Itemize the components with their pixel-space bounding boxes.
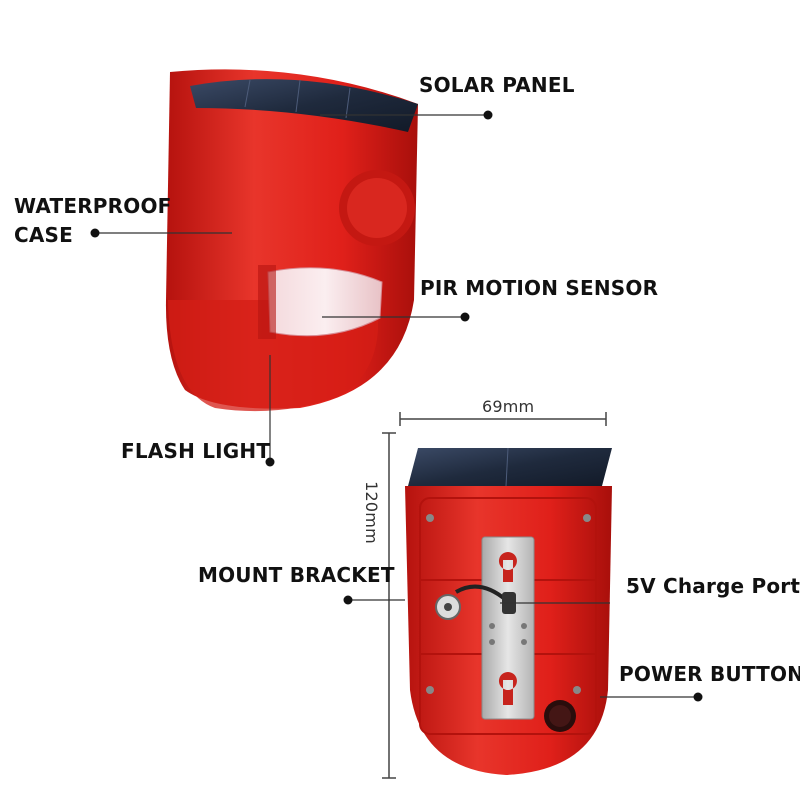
dot-pir-sensor [460,312,470,322]
leader-lines [95,114,698,698]
back-panel-inner [419,497,597,735]
label-waterproof-line2: CASE [14,223,74,247]
siren-speaker-inner [347,178,407,238]
leader-dots [90,110,703,702]
label-power-button: POWER BUTTON [619,662,800,686]
dot-power-button [693,692,703,702]
solar-panel-top [190,79,418,132]
label-charge-port: 5V Charge Port [626,574,800,598]
bracket-keyhole-bottom [498,672,517,705]
dot-flash-light [265,457,275,467]
solar-panel-grid-line [345,87,351,119]
dot-waterproof-case [90,228,100,238]
bracket-rivet [489,623,495,629]
device-side-view [165,69,418,412]
pir-sensor-frame [258,265,276,339]
bracket-rivet [521,623,527,629]
screw [573,686,581,694]
label-pir-sensor: PIR MOTION SENSOR [420,276,659,300]
dimension-width-label: 69mm [482,397,535,416]
dot-mount-bracket [343,595,353,605]
dimension-width [399,412,607,426]
solar-panel-grid-line [505,447,509,487]
dimension-height [382,432,396,779]
solar-panel-grid-line [295,79,301,113]
bracket-keyhole-top [498,552,517,582]
label-flash-light: FLASH LIGHT [121,439,271,463]
bracket-rivet [521,639,527,645]
device-back-view [405,447,612,775]
screw [426,686,434,694]
pir-sensor-window [267,267,383,337]
dimension-height-label: 120mm [361,481,381,544]
charge-port-pin [444,603,452,611]
label-mount-bracket: MOUNT BRACKET [198,563,395,587]
power-button-inner [549,705,571,727]
dot-solar-panel [483,110,493,120]
screw [583,514,591,522]
charge-cable [454,584,508,602]
mount-bracket-plate [481,536,535,720]
bracket-rivet [489,639,495,645]
screw [426,514,434,522]
back-solar-panel [408,448,612,486]
solar-panel-grid-line [244,79,251,108]
label-solar-panel: SOLAR PANEL [419,73,575,97]
label-waterproof-line1: WATERPROOF [14,194,172,218]
